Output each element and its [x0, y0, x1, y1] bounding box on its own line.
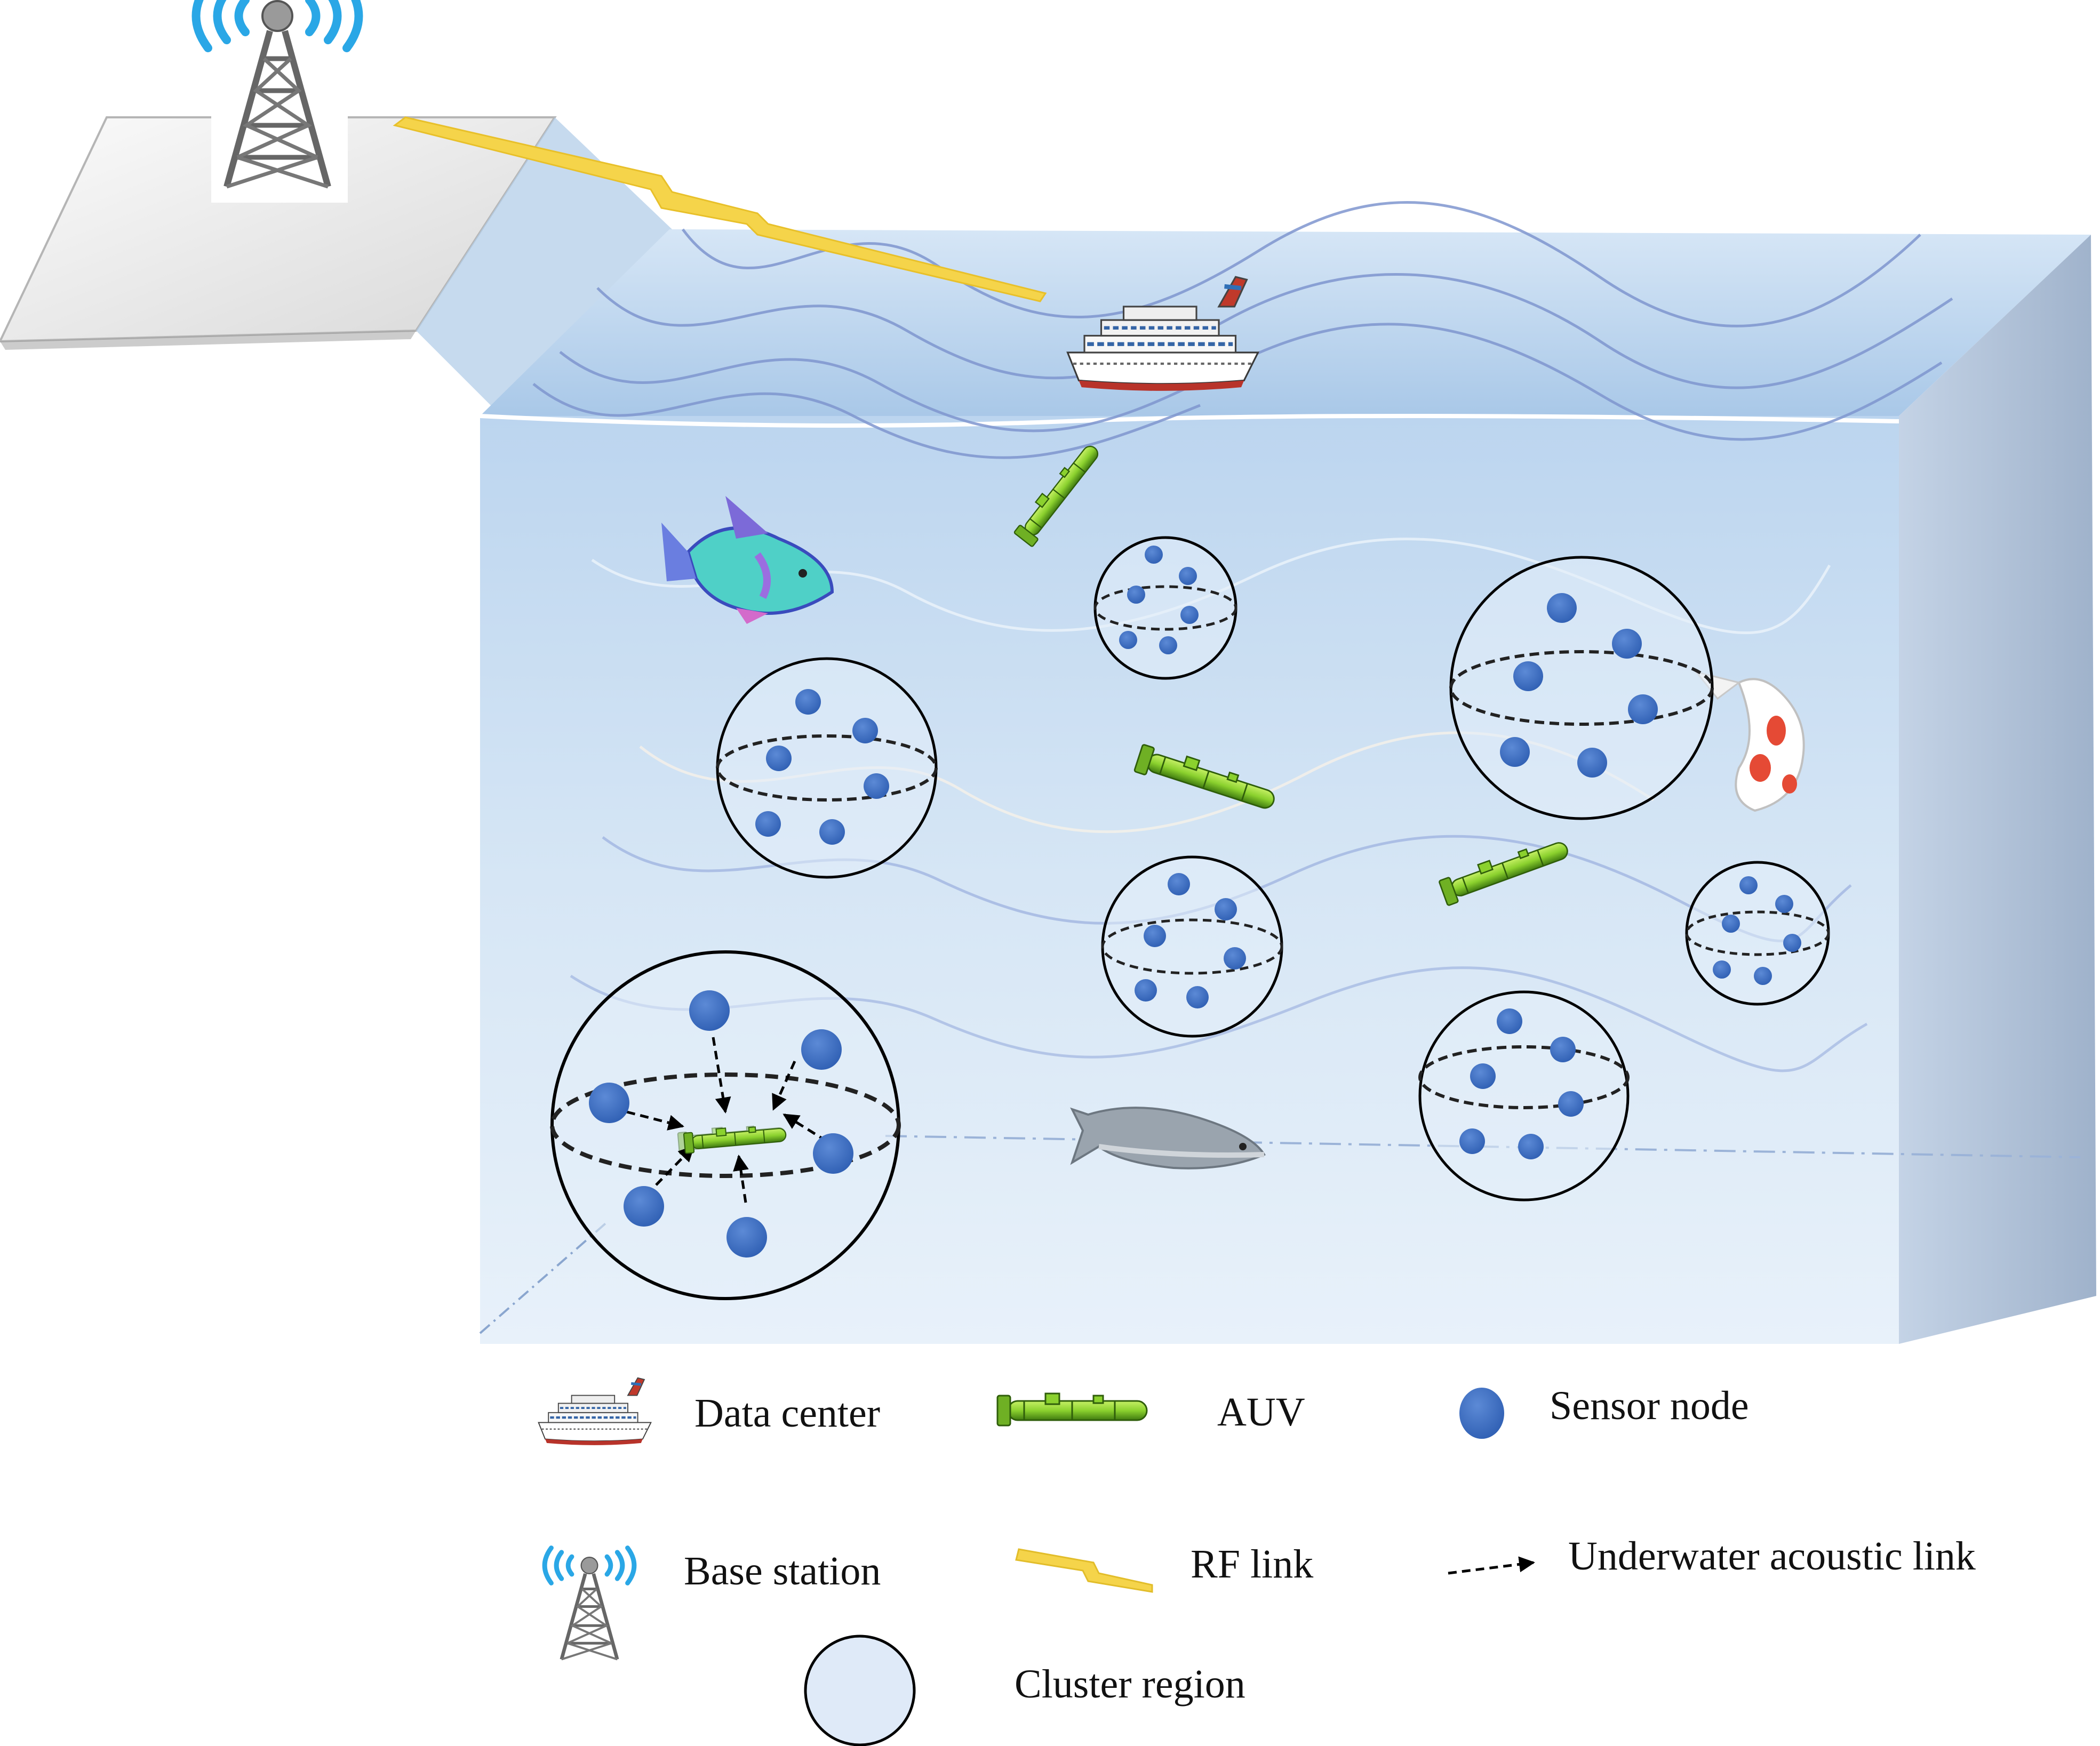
sensor-node [589, 1083, 629, 1123]
sensor-node [1179, 567, 1197, 585]
cluster-region-5 [1685, 861, 1830, 1006]
sensor-node [1550, 1037, 1576, 1062]
sensor-node [1127, 586, 1145, 604]
sensor-node [1497, 1008, 1522, 1034]
sensor-node [1459, 1128, 1485, 1154]
grey-fish-icon [1070, 1107, 1266, 1170]
sensor-node [795, 689, 821, 715]
sensor-node [1783, 934, 1801, 952]
sensor-node [1470, 1063, 1496, 1089]
legend-label-data-center: Data center [694, 1391, 881, 1436]
sensor-node [1144, 925, 1166, 947]
cluster-region-1 [1093, 536, 1237, 680]
sensor-node [1547, 593, 1577, 623]
legend-rf-link-icon [1015, 1548, 1153, 1593]
sensor-node [1186, 986, 1209, 1008]
sensor-node [1775, 895, 1793, 913]
sensor-node [864, 773, 889, 799]
cluster-region-main [550, 950, 901, 1300]
legend-label-acoustic-link: Underwater acoustic link [1568, 1534, 1976, 1579]
sensor-node [1145, 546, 1163, 564]
sensor-node [1180, 606, 1199, 624]
sensor-node [689, 990, 730, 1031]
sensor-node [1628, 694, 1658, 724]
legend-auv-icon [996, 1392, 1148, 1427]
legend-sensor-node-icon [1459, 1388, 1504, 1439]
sensor-node [801, 1029, 842, 1070]
cluster-region-2 [716, 657, 938, 879]
sensor-node [624, 1186, 664, 1227]
sensor-node [1119, 631, 1137, 649]
sensor-node [813, 1133, 853, 1174]
signal-beam [416, 117, 672, 411]
sensor-node [1722, 915, 1740, 933]
legend-label-auv: AUV [1217, 1390, 1305, 1435]
sensor-node [1500, 737, 1530, 767]
legend-acoustic-link-icon [1448, 1556, 1535, 1575]
sensor-node [1513, 661, 1543, 691]
sensor-node [1224, 947, 1246, 970]
sensor-node [852, 718, 878, 743]
sensor-node [1159, 636, 1177, 654]
sensor-node [1135, 979, 1157, 1002]
sensor-node [755, 811, 781, 837]
legend-label-base-station: Base station [684, 1549, 881, 1593]
sensor-node [1612, 629, 1642, 659]
sensor-node [766, 746, 792, 771]
sensor-node [819, 819, 845, 845]
sensor-node [726, 1217, 767, 1258]
legend-label-cluster-region: Cluster region [1015, 1662, 1245, 1707]
sensor-node [1577, 748, 1607, 778]
sensor-node [1754, 967, 1772, 985]
sensor-node [1215, 898, 1237, 920]
sensor-node [1558, 1091, 1584, 1117]
cluster-region-3 [1449, 556, 1714, 820]
sensor-node [1739, 876, 1758, 894]
triggerfish-icon [661, 496, 834, 624]
sensor-node [1713, 960, 1731, 979]
legend-cluster-region-icon [804, 1635, 916, 1746]
cluster-region-6 [1418, 990, 1630, 1202]
sensor-node [1168, 873, 1190, 895]
koi-fish-icon [1694, 670, 1805, 812]
legend-data-center-icon [539, 1378, 651, 1445]
legend [539, 1378, 1535, 1746]
rf-link-bolt [393, 116, 1047, 302]
cluster-region-4 [1101, 855, 1283, 1038]
legend-label-sensor-node: Sensor node [1550, 1383, 1749, 1428]
sensor-node [1518, 1134, 1544, 1159]
legend-base-station-icon [545, 1548, 634, 1660]
legend-label-rf-link: RF link [1191, 1542, 1314, 1587]
